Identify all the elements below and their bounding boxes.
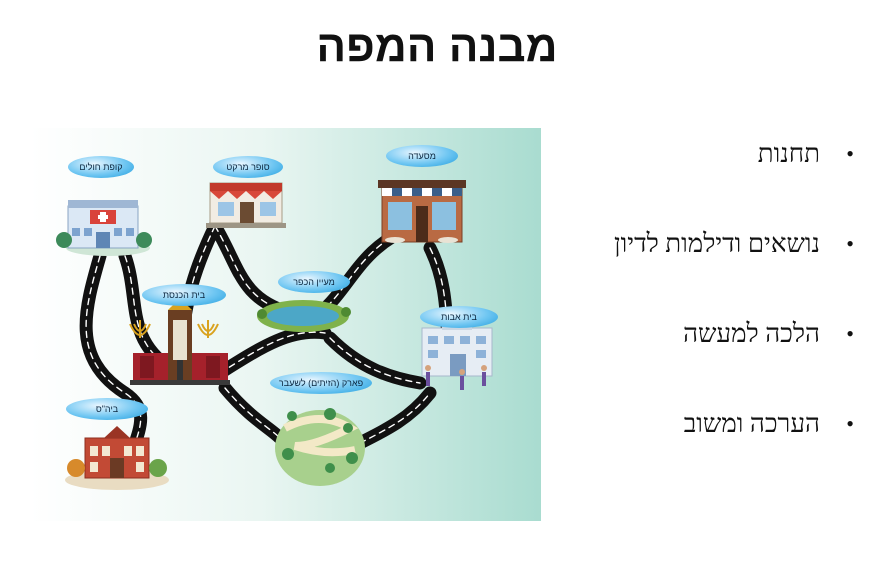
topic-item-stations: • תחנות <box>564 134 854 224</box>
bullet-dot-icon: • <box>846 411 854 436</box>
restaurant-building <box>378 180 466 243</box>
station-label-synagogue: בית הכנסת <box>142 284 226 306</box>
station-label-restaurant: מסעדה <box>386 145 458 167</box>
topic-label: נושאים ודילמות לדיון <box>614 229 820 258</box>
station-label-school: ביה"ס <box>66 398 148 420</box>
topics-list: • תחנות • נושאים ודילמות לדיון • הלכה למ… <box>564 134 854 494</box>
topic-label: הערכה ומשוב <box>683 409 820 438</box>
bullet-dot-icon: • <box>846 231 854 256</box>
topic-item-discussion: • נושאים ודילמות לדיון <box>564 224 854 314</box>
clinic-building <box>56 200 152 256</box>
roads <box>79 219 457 465</box>
park-area <box>275 408 365 486</box>
topic-label: הלכה למעשה <box>683 319 820 348</box>
topic-item-practice: • הלכה למעשה <box>564 314 854 404</box>
station-label-spring: מעיין הכפר <box>278 271 350 293</box>
topic-label: תחנות <box>757 139 820 168</box>
station-label-nursing-home: בית אבות <box>420 306 498 328</box>
spring-pond <box>257 300 351 332</box>
station-label-clinic: קופת חולים <box>68 156 134 178</box>
supermarket-building <box>206 182 286 228</box>
bullet-dot-icon: • <box>846 141 854 166</box>
station-label-supermarket: סופר מרקט <box>213 156 283 178</box>
illustrated-map: קופת חולים סופר מרקט מסעדה בית הכנסת מעי… <box>30 128 541 521</box>
station-label-park: פארק (הזיתים) לשעבר <box>270 372 372 394</box>
bullet-dot-icon: • <box>846 321 854 346</box>
school-building <box>65 426 169 490</box>
slide-title: מבנה המפה <box>316 22 558 71</box>
topic-item-evaluation: • הערכה ומשוב <box>564 404 854 494</box>
nursing-home-building <box>421 320 493 390</box>
